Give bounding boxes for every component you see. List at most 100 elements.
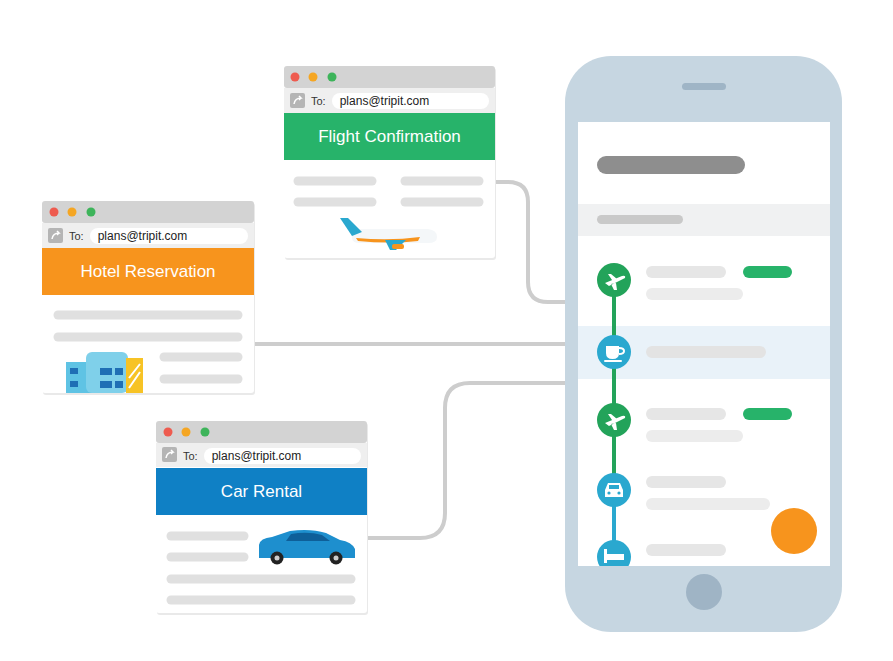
action-button	[771, 508, 817, 554]
to-label: To:	[69, 230, 84, 242]
shape-rect	[156, 421, 367, 613]
shape-path	[294, 96, 301, 104]
shape-line	[164, 375, 238, 384]
shape-path	[254, 342, 566, 346]
email-subject: Flight Confirmation	[318, 127, 461, 147]
shape-g	[298, 181, 479, 202]
shape-circle	[597, 473, 631, 507]
shape-rect	[100, 381, 112, 388]
shape-circle	[597, 263, 631, 297]
shape-rect	[115, 381, 123, 388]
shape-circle	[271, 552, 284, 565]
shape-rect	[392, 244, 404, 249]
shape-circle	[607, 491, 610, 494]
shape-path	[605, 483, 623, 497]
shape-path	[605, 414, 625, 430]
shape-rect	[597, 156, 745, 174]
shape-path	[385, 240, 406, 250]
shape-rect	[604, 549, 607, 563]
shape-rect	[86, 352, 128, 393]
shape-rect	[42, 223, 254, 248]
shape-path	[340, 218, 362, 236]
shape-circle	[309, 73, 318, 82]
title-bar	[156, 421, 367, 443]
shape-circle	[50, 208, 59, 217]
to-label: To:	[311, 95, 326, 107]
shape-line	[164, 353, 238, 362]
shape-path	[286, 533, 330, 541]
coffee-icon	[597, 335, 631, 369]
shape-rect	[284, 66, 495, 258]
shape-circle	[330, 552, 343, 565]
address-row: To: plans@tripit.com	[42, 223, 254, 248]
shape-line	[171, 553, 244, 562]
shape-circle	[597, 540, 631, 566]
bed-icon	[597, 540, 631, 566]
shape-circle	[597, 403, 631, 437]
shape-rect	[646, 266, 726, 278]
shape-circle	[328, 73, 337, 82]
shape-rect	[597, 215, 683, 224]
shape-path	[619, 348, 624, 354]
title-bar	[284, 66, 495, 88]
shape-rect	[290, 93, 305, 108]
shape-path	[166, 450, 173, 458]
car-picture	[259, 530, 355, 565]
shape-rect	[646, 430, 743, 442]
email-subject: Hotel Reservation	[80, 262, 215, 282]
shape-rect	[70, 368, 78, 374]
shape-line	[58, 311, 238, 320]
shape-rect	[42, 201, 254, 223]
email-subject: Car Rental	[221, 482, 302, 502]
shape-rect	[646, 544, 726, 556]
shape-circle	[182, 428, 191, 437]
phone	[565, 56, 842, 632]
shape-rect	[284, 66, 495, 88]
header-band: Car Rental	[156, 468, 367, 515]
address-field: plans@tripit.com	[204, 448, 361, 464]
shape-path	[52, 231, 59, 239]
shape-rect	[126, 358, 143, 393]
shape-line	[405, 198, 479, 207]
email-address: plans@tripit.com	[98, 229, 188, 243]
shape-circle	[291, 73, 300, 82]
shape-rect	[578, 204, 830, 236]
email-window: To:plans@tripit.comFlight Confirmation	[284, 66, 495, 160]
shape-circle	[164, 428, 173, 437]
shape-rect	[565, 56, 842, 632]
shape-rect	[646, 346, 766, 358]
shape-rect	[100, 368, 112, 375]
shape-path	[129, 364, 140, 388]
shape-rect	[42, 201, 254, 393]
address-field: plans@tripit.com	[90, 228, 248, 244]
shape-path	[367, 383, 566, 538]
shape-rect	[743, 408, 792, 420]
shape-path	[494, 182, 566, 302]
shape-line	[298, 177, 372, 186]
address-row: To:plans@tripit.com	[284, 88, 495, 113]
shape-path	[605, 274, 625, 290]
shape-circle	[597, 335, 631, 369]
shape-circle	[201, 428, 210, 437]
shape-rect	[646, 288, 743, 300]
plane-icon	[597, 263, 631, 297]
shape-line	[298, 198, 372, 207]
shape-line	[58, 333, 238, 342]
header-band: Flight Confirmation	[284, 113, 495, 160]
plane-icon	[597, 403, 631, 437]
header-band: Hotel Reservation	[42, 248, 254, 295]
shape-circle	[68, 208, 77, 217]
title-bar	[42, 201, 254, 223]
email-address: plans@tripit.com	[212, 449, 302, 463]
car-icon	[597, 473, 631, 507]
shape-line	[171, 596, 351, 605]
shape-rect	[609, 485, 619, 489]
shape-rect	[646, 476, 726, 488]
shape-rect	[743, 266, 792, 278]
email-window: To: plans@tripit.comCar Rental	[156, 421, 367, 515]
shape-line	[171, 532, 244, 541]
shape-rect	[156, 421, 367, 443]
to-label: To:	[183, 450, 198, 462]
shape-rect	[578, 122, 830, 566]
